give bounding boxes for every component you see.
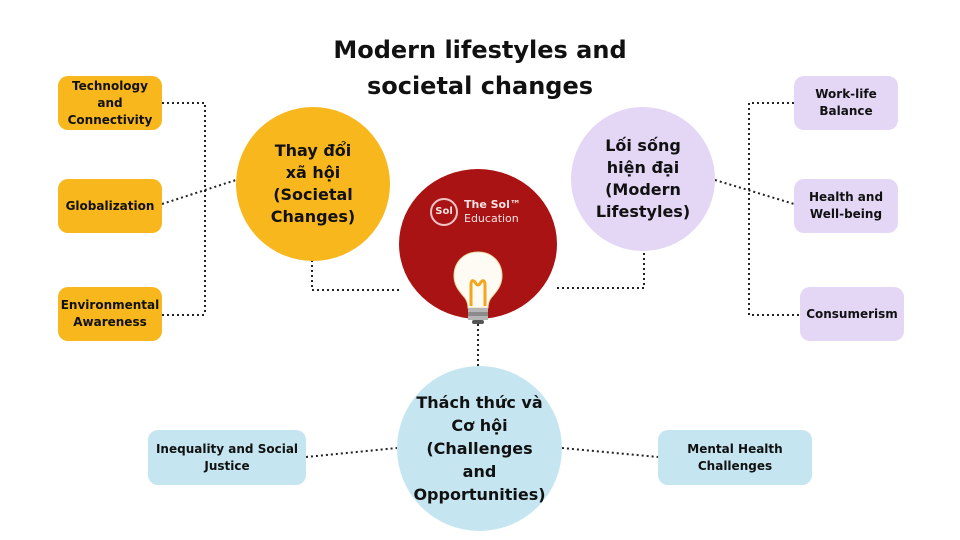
hub-challenges-label: Thách thức và Cơ hội (Challenges and Opp… bbox=[413, 393, 546, 504]
hub-modern-lifestyles: Lối sống hiện đại (Modern Lifestyles) bbox=[571, 107, 715, 251]
hub-modern-label: Lối sống hiện đại (Modern Lifestyles) bbox=[595, 136, 691, 221]
box-technology-connectivity: Technology and Connectivity bbox=[58, 76, 162, 130]
connector-health bbox=[714, 179, 795, 205]
box-health-well-being: Health and Well-being bbox=[794, 179, 898, 233]
box-globalization: Globalization bbox=[58, 179, 162, 233]
hub-societal-changes: Thay đổi xã hội (Societal Changes) bbox=[236, 107, 390, 261]
box-environmental-awareness: Environmental Awareness bbox=[58, 287, 162, 341]
diagram-title: Modern lifestyles and societal changes bbox=[333, 36, 627, 100]
connector-mental bbox=[561, 447, 659, 458]
sol-logo-text: The Sol™ Education bbox=[464, 198, 521, 225]
hub-challenges-opportunities: Thách thức và Cơ hội (Challenges and Opp… bbox=[397, 366, 562, 531]
sol-education-logo: Sol The Sol™ Education bbox=[430, 198, 540, 228]
box-work-life-balance: Work-life Balance bbox=[794, 76, 898, 130]
sol-logo-mark: Sol bbox=[430, 198, 458, 226]
box-consumerism: Consumerism bbox=[800, 287, 904, 341]
box-inequality-social-justice: Inequality and Social Justice bbox=[148, 430, 306, 485]
connector-inequality bbox=[305, 447, 398, 458]
connector-center-modern bbox=[557, 243, 645, 289]
hub-societal-label: Thay đổi xã hội (Societal Changes) bbox=[270, 141, 356, 226]
connector-globalization bbox=[161, 179, 237, 205]
box-mental-health-challenges: Mental Health Challenges bbox=[658, 430, 812, 485]
connector-technology bbox=[162, 102, 206, 315]
light-bulb-icon bbox=[453, 251, 503, 324]
connector-worklife bbox=[748, 102, 800, 316]
